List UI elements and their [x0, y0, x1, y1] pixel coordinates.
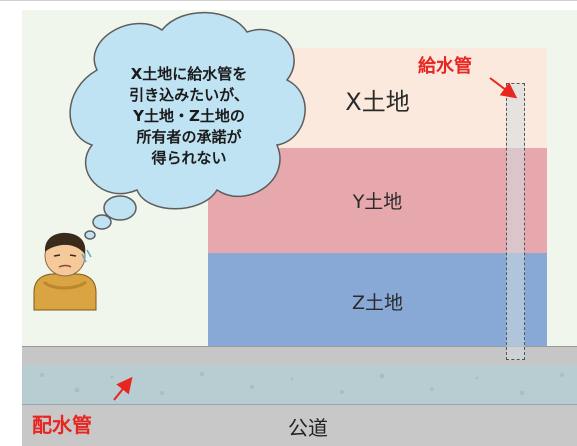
thought-dot-medium [92, 214, 112, 230]
thought-cloud [69, 11, 306, 240]
water-texture [40, 371, 564, 396]
thought-dot-large [103, 195, 137, 221]
service-pipe-label: 給水管 [418, 56, 472, 77]
lot-x-label: X土地 [345, 87, 410, 116]
main-pipe-label: 配水管 [32, 413, 92, 437]
lot-z-label: Z土地 [351, 291, 404, 314]
thought-line-1: X土地に給水管を [130, 65, 248, 83]
service-pipe-arrow [489, 77, 518, 99]
road-label: 公道 [288, 416, 328, 440]
lot-z: Z土地 [208, 253, 547, 349]
public-road [22, 405, 577, 446]
lot-y-label: Y土地 [352, 191, 403, 213]
main-pipe-arrow [113, 376, 133, 401]
thought-line-3: Y土地・Z土地の [133, 107, 245, 125]
thought-line-4: 所有者の承諾が [136, 128, 242, 146]
top-border-line [0, 0, 577, 1]
diagram-canvas: X土地 Y土地 Z土地 給水管 配水管 公道 [22, 10, 577, 446]
water-main-band [22, 365, 577, 405]
thought-bubble-text: X土地に給水管を 引き込みたいが、 Y土地・Z土地の 所有者の承諾が 得られない [100, 64, 278, 169]
thought-dot-small [84, 230, 96, 240]
arrows-and-bubble [33, 11, 518, 401]
thought-line-5: 得られない [151, 149, 227, 167]
worried-person-icon [33, 232, 97, 311]
thought-line-2: 引き込みたいが、 [129, 86, 249, 104]
